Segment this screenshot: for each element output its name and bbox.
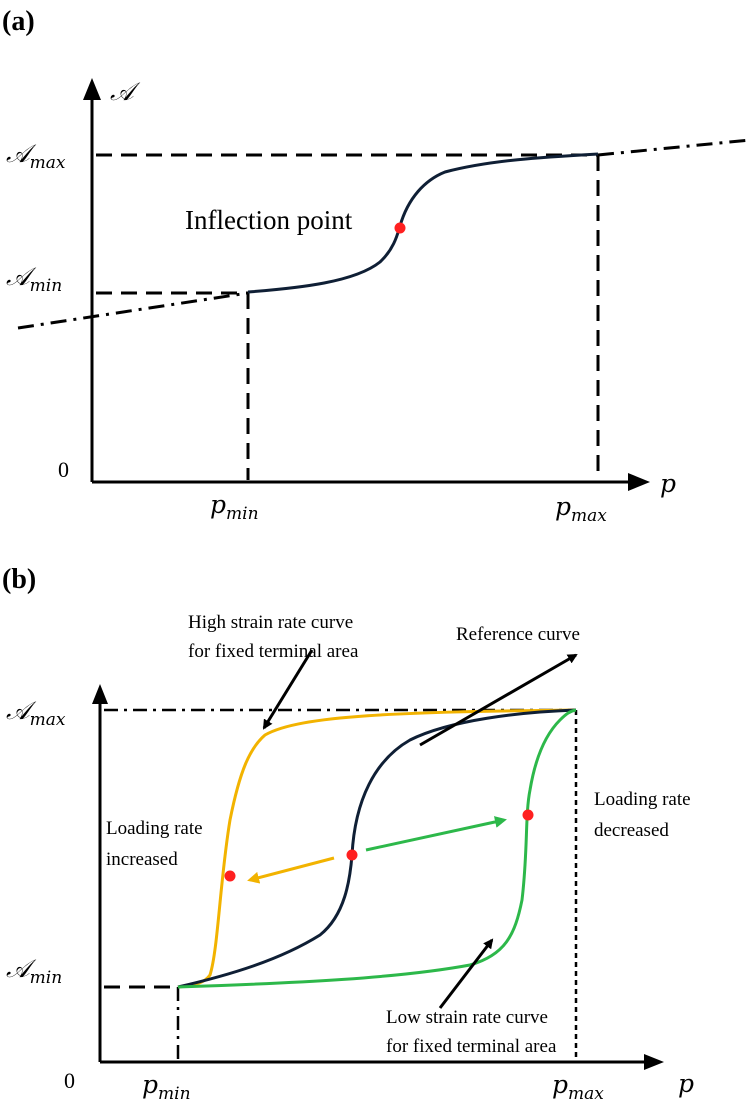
panel-b-y-arrowhead [92, 684, 108, 704]
panel-a-y-arrowhead [83, 78, 101, 100]
panel-b-loading-decreased-line1: Loading rate [594, 789, 691, 810]
panel-a-inflection-point [394, 222, 406, 234]
panel-b-high-inflection-point [224, 870, 236, 882]
panel-a-label: (a) [2, 6, 35, 37]
panel-b-amax-label: 𝒜max [6, 696, 66, 730]
panel-b-high-curve-label-line1: High strain rate curve [188, 612, 353, 633]
panel-a-x-arrowhead [628, 473, 650, 491]
panel-b-label: (b) [2, 564, 36, 595]
panel-a-x-axis-label: p [660, 469, 676, 498]
panel-b-reference-curve [177, 708, 577, 989]
panel-b-amin-label: 𝒜min [6, 954, 62, 988]
panel-b-x-axis-label: p [678, 1069, 694, 1098]
panel-b-low-strain-curve [177, 708, 577, 989]
panel-b-high-curve-label-line2: for fixed terminal area [188, 641, 359, 662]
panel-a-amax-label: 𝒜max [6, 139, 66, 173]
panel-b-reference-inflection-point [346, 849, 358, 861]
panel-b-low-curve-label-line2: for fixed terminal area [386, 1036, 557, 1057]
panel-b-reference-curve-label: Reference curve [456, 624, 580, 645]
panel-a-pmax-label: pmax [555, 492, 607, 526]
panel-a-y-axis-label: 𝒜 [110, 77, 141, 106]
panel-b-low-curve-pointer [438, 938, 494, 1009]
panel-a-pmin-label: pmin [210, 490, 259, 524]
panel-a-origin-label: 0 [58, 457, 69, 482]
panel-b-high-curve-pointer [262, 649, 314, 730]
panel-b: (b) 0 p 𝒜max 𝒜min pmin pmax [2, 564, 694, 1104]
panel-a-amin-label: 𝒜min [6, 262, 62, 296]
panel-a-lower-tangent [17, 291, 249, 330]
panel-b-rate-increase-arrow [247, 856, 335, 884]
panel-b-x-arrowhead [644, 1054, 664, 1070]
panel-b-low-inflection-point [522, 809, 534, 821]
panel-b-pmax-label: pmax [552, 1070, 604, 1104]
panel-b-loading-increased-line2: increased [106, 849, 178, 870]
panel-a-upper-tangent [597, 138, 751, 157]
panel-b-low-curve-label-line1: Low strain rate curve [386, 1007, 548, 1028]
panel-b-rate-decrease-arrow [365, 816, 507, 852]
panel-b-origin-label: 0 [64, 1068, 75, 1093]
panel-b-pmin-label: pmin [142, 1070, 191, 1104]
panel-a: (a) 𝒜 p 0 𝒜max 𝒜min pmin pmax Inflection… [2, 6, 751, 526]
panel-b-reference-curve-pointer [419, 653, 578, 747]
panel-a-inflection-label: Inflection point [185, 205, 353, 235]
panel-b-loading-increased-line1: Loading rate [106, 818, 203, 839]
panel-b-high-strain-curve [177, 708, 577, 989]
panel-b-loading-decreased-line2: decreased [594, 820, 669, 841]
